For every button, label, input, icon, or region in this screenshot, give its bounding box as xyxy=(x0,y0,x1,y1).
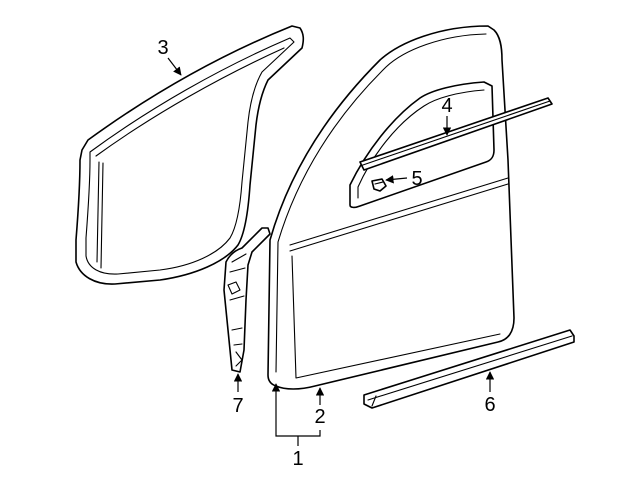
callout-4: 4 xyxy=(441,95,452,117)
callout-6: 6 xyxy=(484,394,495,416)
callout-5: 5 xyxy=(411,168,422,190)
leader-1 xyxy=(271,383,321,446)
door-panel-seal xyxy=(223,227,271,373)
lower-door-molding xyxy=(363,329,575,409)
callout-2: 2 xyxy=(314,406,325,428)
door-weatherstrip xyxy=(75,25,305,285)
leader-3 xyxy=(167,57,182,76)
callout-1: 1 xyxy=(292,448,303,470)
front-door-shell xyxy=(267,25,515,390)
leader-5 xyxy=(385,175,408,184)
belt-molding xyxy=(359,97,553,171)
callout-7: 7 xyxy=(232,395,243,417)
callout-3: 3 xyxy=(157,37,168,59)
clip xyxy=(371,178,387,192)
